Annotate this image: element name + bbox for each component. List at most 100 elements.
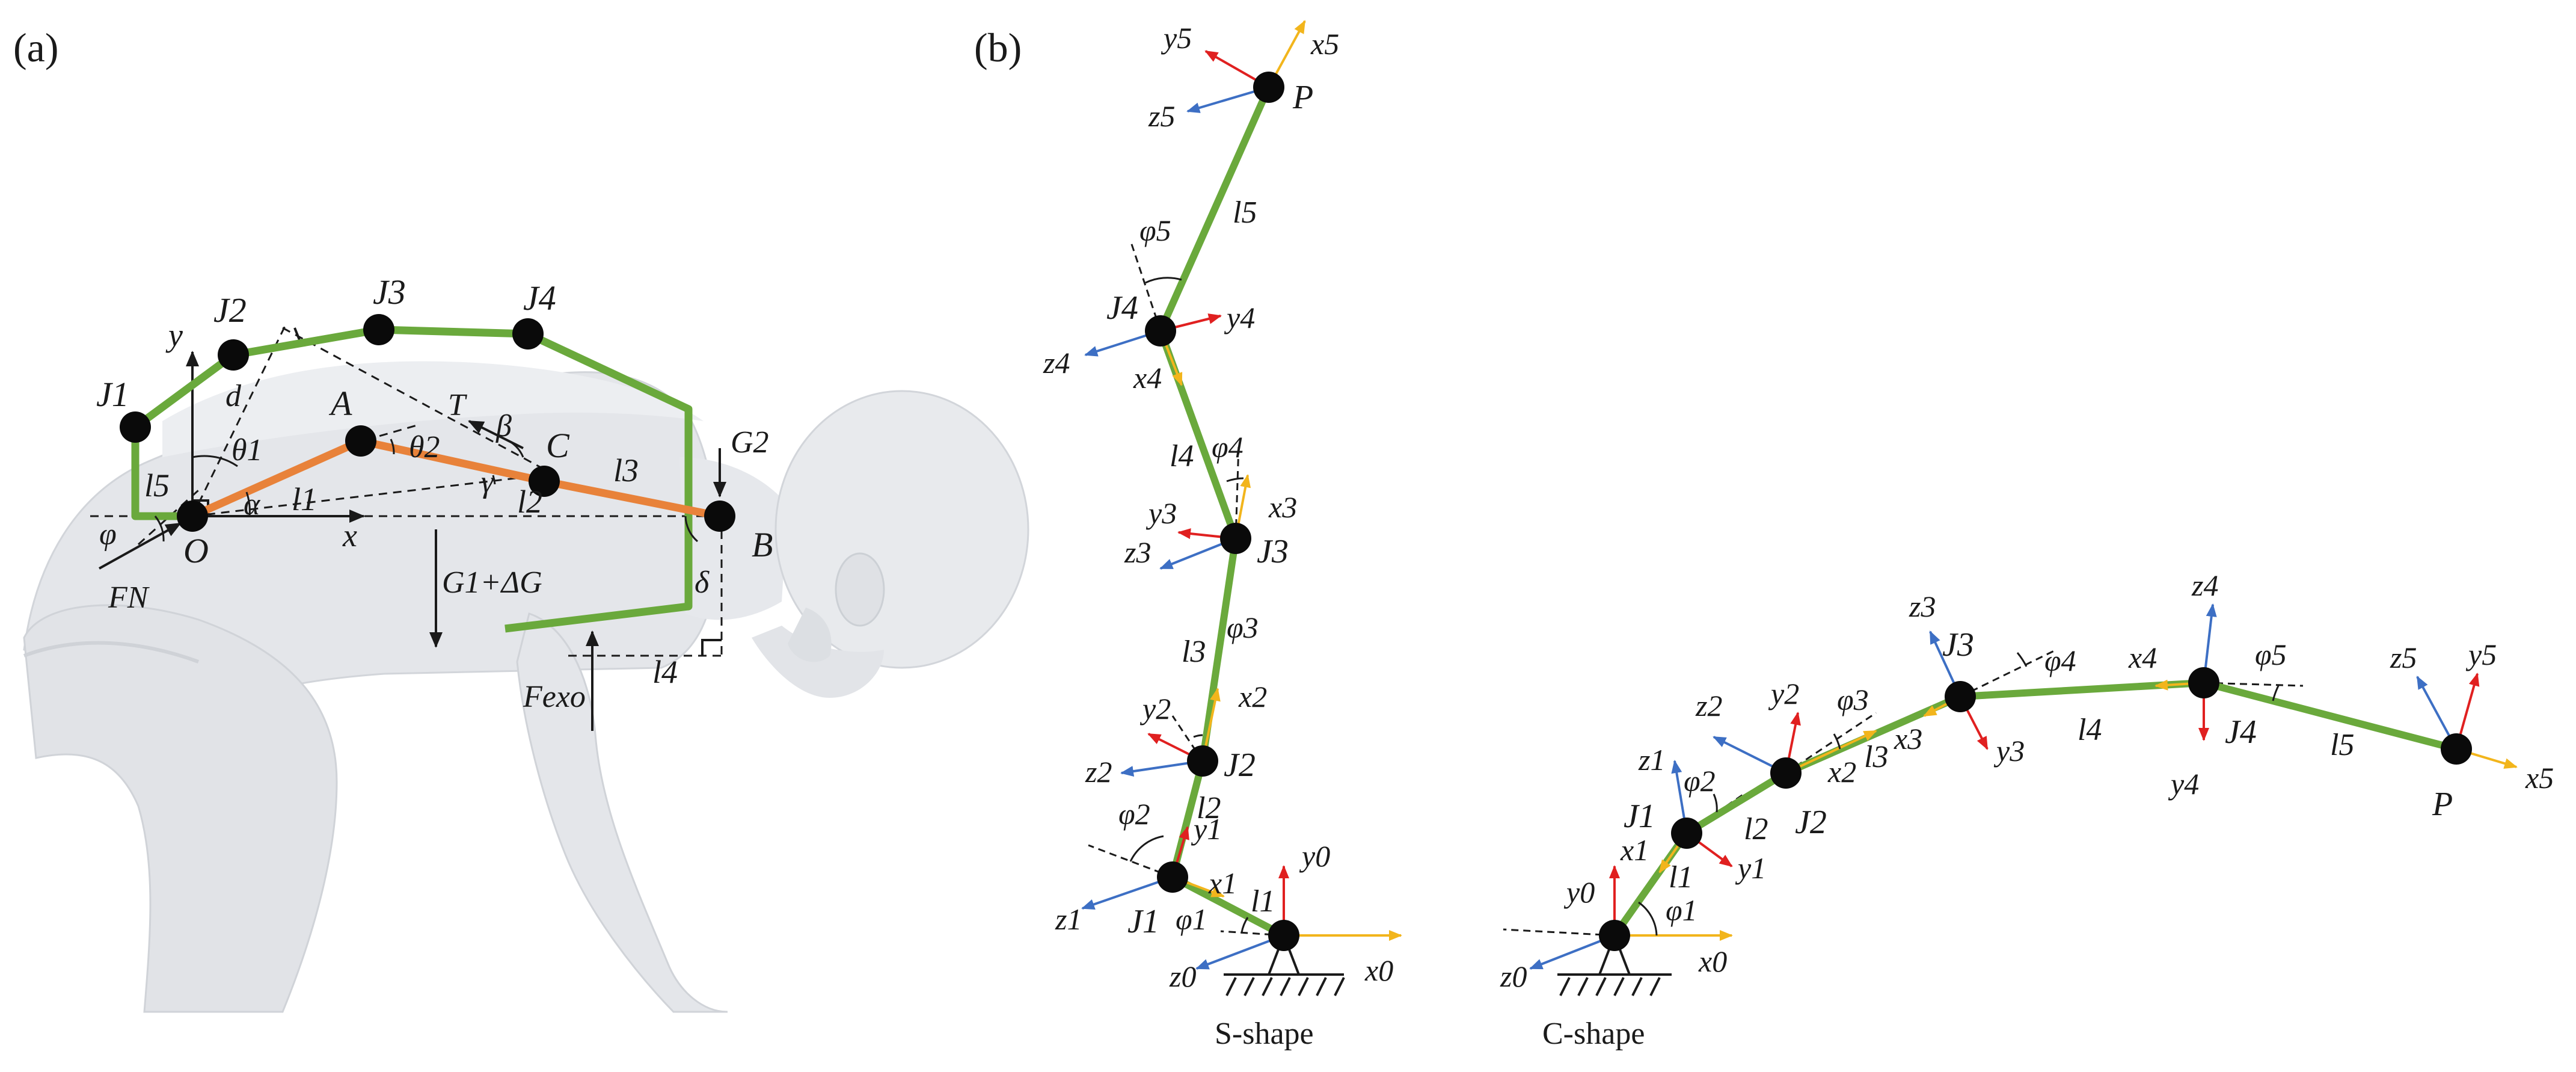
joint-j2 — [218, 339, 249, 371]
diagram-label: z3 — [1124, 535, 1151, 569]
c-label-phi2: φ2 — [1684, 764, 1716, 798]
label-o: O — [183, 531, 209, 570]
label-g1-dg: G1+ΔG — [442, 565, 542, 600]
diagram-label: x1 — [1620, 833, 1649, 867]
joint-j3 — [363, 314, 394, 345]
label-theta1: θ1 — [232, 433, 263, 467]
label-d: d — [225, 379, 242, 413]
label-l3: l3 — [613, 452, 639, 488]
diagram-label: x5 — [2525, 761, 2554, 795]
joint-j1 — [120, 411, 151, 443]
diagram-label: x5 — [1310, 27, 1339, 61]
panel-a-label: (a) — [13, 25, 58, 70]
label-b: B — [752, 525, 773, 564]
point-o — [177, 501, 208, 532]
label-j3: J3 — [373, 273, 406, 312]
c-ground — [1557, 935, 1672, 996]
c-label-l1: l1 — [1669, 860, 1693, 895]
label-l2: l2 — [517, 484, 542, 520]
c-base-joint — [1599, 920, 1630, 951]
s-joint-j4 — [1145, 315, 1176, 347]
diagram-label: z0 — [1500, 960, 1527, 993]
c-label-phi5: φ5 — [2255, 638, 2287, 671]
point-b — [704, 501, 735, 532]
diagram-label: y1 — [1735, 851, 1766, 885]
frame-axes-a — [186, 351, 365, 523]
s-joint-j1 — [1157, 861, 1188, 893]
c-label-j2: J2 — [1795, 804, 1827, 841]
label-l5: l5 — [144, 467, 170, 504]
label-j4: J4 — [523, 279, 556, 318]
panel-b-label: (b) — [974, 25, 1022, 70]
diagram-label: z5 — [2390, 641, 2417, 674]
s-label-l5: l5 — [1233, 196, 1257, 230]
point-c — [529, 466, 560, 497]
c-label-l3: l3 — [1864, 740, 1888, 774]
angle-arcs — [154, 438, 699, 543]
label-beta: β — [495, 409, 512, 443]
diagram-label: x0 — [1364, 953, 1393, 987]
diagram-label: y1 — [1191, 812, 1222, 846]
diagram-label: z3 — [1909, 590, 1936, 623]
s-label-j3: J3 — [1257, 533, 1289, 570]
c-joint-j1 — [1671, 818, 1702, 849]
c-joint-j3 — [1945, 681, 1976, 712]
c-label-j1: J1 — [1624, 798, 1655, 835]
c-label-j4: J4 — [2225, 713, 2257, 751]
s-label-phi2: φ2 — [1118, 797, 1150, 831]
label-theta2: θ2 — [409, 430, 440, 464]
joints-a — [120, 314, 735, 532]
diagram-label: z1 — [1055, 902, 1082, 936]
c-shape-caption: C-shape — [1542, 1017, 1645, 1051]
diagram-label: y4 — [2168, 767, 2199, 801]
label-t: T — [448, 388, 467, 422]
diagram-label: z2 — [1085, 755, 1112, 789]
s-label-p: P — [1292, 79, 1313, 116]
c-label-l2: l2 — [1744, 812, 1768, 846]
label-a: A — [328, 384, 352, 423]
s-label-l1: l1 — [1251, 884, 1275, 919]
c-label-p: P — [2432, 786, 2453, 823]
c-joint-j4 — [2188, 667, 2219, 698]
s-label-phi4: φ4 — [1212, 430, 1244, 464]
s-label-l2: l2 — [1197, 791, 1221, 825]
c-label-phi1: φ1 — [1666, 893, 1697, 927]
s-joint-j2 — [1187, 745, 1218, 777]
s-label-l3: l3 — [1182, 635, 1206, 669]
c-label-phi4: φ4 — [2044, 644, 2076, 677]
c-label-l4: l4 — [2078, 713, 2102, 747]
label-fexo: Fexo — [523, 680, 586, 714]
diagram-label: y3 — [1145, 496, 1177, 530]
labels-a: J1 J2 J3 J4 O A C B l1 l2 l3 l4 l5 θ1 θ2… — [96, 273, 773, 714]
diagram-label: x1 — [1208, 866, 1237, 900]
diagram-label: z4 — [2191, 568, 2218, 602]
c-label-j3: J3 — [1942, 626, 1974, 664]
c-joint-j2 — [1770, 757, 1802, 789]
diagram-label: x3 — [1268, 490, 1297, 524]
diagram-label: z1 — [1638, 743, 1665, 777]
c-shape-diagram: J1 J2 J3 J4 P l1 l2 l3 l4 l5 φ1 φ2 φ3 φ4… — [1500, 568, 2554, 1051]
label-l1: l1 — [292, 481, 317, 517]
diagram-label: y5 — [1161, 21, 1192, 55]
diagram-label: x3 — [1894, 722, 1922, 756]
diagram-label: y0 — [1563, 875, 1595, 909]
spine-links — [191, 437, 721, 520]
s-label-phi3: φ3 — [1227, 611, 1259, 644]
diagram-label: z2 — [1695, 689, 1722, 722]
s-joint-j3 — [1220, 523, 1251, 554]
label-alpha: α — [244, 487, 261, 522]
diagram-label: z0 — [1169, 960, 1196, 993]
diagram-label: x2 — [1827, 755, 1856, 789]
c-label-l5: l5 — [2330, 728, 2354, 762]
diagram-label: x0 — [1698, 944, 1727, 978]
s-label-j1: J1 — [1127, 903, 1159, 940]
label-y: y — [165, 317, 183, 353]
label-gamma: γ — [481, 465, 494, 499]
diagram-label: y0 — [1299, 839, 1330, 873]
s-label-phi1: φ1 — [1176, 902, 1207, 936]
s-shape-caption: S-shape — [1215, 1017, 1314, 1051]
point-a — [345, 425, 376, 457]
s-base-joint — [1268, 920, 1299, 951]
s-point-p — [1253, 72, 1284, 103]
